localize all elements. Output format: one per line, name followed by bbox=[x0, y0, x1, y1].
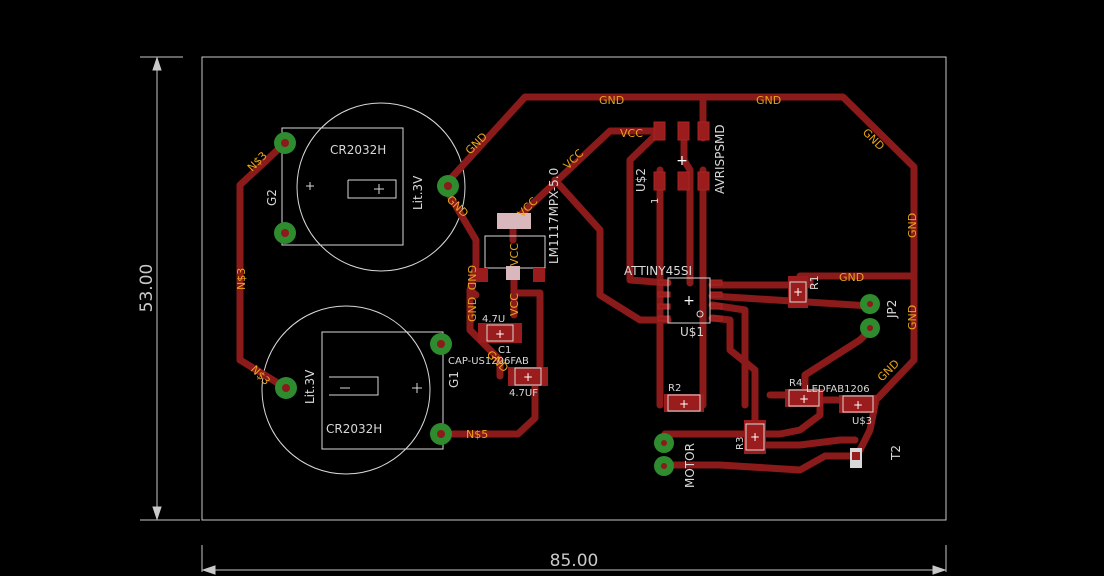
net-label-gnd: GND bbox=[444, 193, 471, 220]
net-label-gnd: GND bbox=[860, 126, 887, 153]
net-label-gnd: GND bbox=[839, 271, 864, 284]
g2-lit-label: Lit.3V bbox=[411, 175, 425, 210]
r4-label: R4 bbox=[789, 378, 802, 389]
battery-g1-silk bbox=[261, 305, 444, 475]
net-label-vcc: VCC bbox=[561, 147, 587, 173]
r1-part: + bbox=[788, 276, 808, 308]
t2-label: T2 bbox=[889, 445, 903, 461]
net-label-gnd: GND bbox=[599, 94, 624, 107]
isp-part: + bbox=[676, 153, 688, 169]
dimension-height-label: 53.00 bbox=[137, 264, 157, 313]
svg-text:+: + bbox=[676, 153, 688, 169]
smd-components: + + + + + + + bbox=[478, 153, 877, 468]
g1-lit-label: Lit.3V bbox=[303, 369, 317, 404]
net-label-vcc: VCC bbox=[620, 127, 643, 140]
svg-text:+: + bbox=[799, 392, 809, 406]
svg-text:+: + bbox=[679, 397, 689, 411]
mcu-name-label: U$1 bbox=[680, 325, 704, 339]
mcu-value-label: ATTINY45SI bbox=[624, 264, 692, 278]
net-label-gnd: GND bbox=[465, 265, 478, 290]
svg-text:+: + bbox=[683, 293, 695, 309]
t2-part bbox=[850, 448, 862, 468]
isp-value-label: AVRISPSMD bbox=[713, 124, 727, 194]
led-value-label: LEDFAB1206 bbox=[806, 384, 870, 395]
motor-label: MOTOR bbox=[683, 443, 697, 488]
r1-label: R1 bbox=[808, 275, 821, 290]
mcu-part: + bbox=[667, 277, 711, 324]
g1-value-label: CR2032H bbox=[326, 422, 382, 436]
vreg-pad bbox=[476, 268, 488, 282]
net-label-gnd: GND bbox=[906, 213, 919, 238]
net-label-n3: N$3 bbox=[235, 268, 248, 290]
dimension-width bbox=[201, 545, 947, 575]
dimension-height bbox=[140, 56, 200, 521]
net-label-n5: N$5 bbox=[466, 428, 488, 441]
board-outline bbox=[201, 56, 947, 521]
isp-name-label: U$2 bbox=[634, 168, 648, 192]
isp-pin-label: 1 bbox=[650, 198, 661, 204]
dimension-width-label: 85.00 bbox=[550, 551, 599, 571]
battery-g2-silk bbox=[281, 102, 466, 272]
svg-text:+: + bbox=[495, 327, 505, 341]
r2-part: + bbox=[664, 394, 704, 412]
r4-part: + bbox=[785, 389, 823, 407]
g2-value-label: CR2032H bbox=[330, 143, 386, 157]
net-label-gnd: GND bbox=[466, 297, 479, 322]
vreg-pad bbox=[533, 268, 545, 282]
svg-text:+: + bbox=[523, 370, 533, 384]
r3-label: R3 bbox=[735, 437, 746, 450]
c2-name-label: CAP-US1206FAB bbox=[448, 356, 529, 367]
net-label-gnd: GND bbox=[906, 305, 919, 330]
c1-value-label: 4.7U bbox=[482, 314, 505, 325]
c2-value-label: 4.7UF bbox=[509, 388, 538, 399]
copper-traces bbox=[236, 93, 918, 474]
pad-holes bbox=[281, 139, 873, 469]
vreg-tab bbox=[497, 213, 531, 229]
vreg-value-label: LM1117MPX-5.0 bbox=[547, 168, 561, 264]
led-name-label: U$3 bbox=[852, 416, 872, 427]
g1-name-label: G1 bbox=[447, 371, 461, 388]
c1-part: + bbox=[478, 323, 522, 343]
net-label-gnd: GND bbox=[756, 94, 781, 107]
svg-text:+: + bbox=[750, 430, 760, 444]
vreg-pad bbox=[506, 266, 520, 280]
svg-text:+: + bbox=[793, 285, 803, 299]
c1-name-label: C1 bbox=[498, 345, 511, 356]
jp2-label: JP2 bbox=[885, 300, 899, 319]
r3-part: + bbox=[744, 420, 766, 454]
smd-pads bbox=[653, 121, 723, 322]
led-part: + bbox=[839, 395, 877, 413]
net-label-n3: N$3 bbox=[245, 149, 270, 174]
net-label-vcc: VCC bbox=[508, 243, 521, 266]
svg-text:+: + bbox=[853, 398, 863, 412]
g2-name-label: G2 bbox=[265, 189, 279, 206]
c2-part: + bbox=[508, 367, 548, 386]
net-label-vcc: VCC bbox=[508, 293, 521, 316]
r2-label: R2 bbox=[668, 383, 681, 394]
